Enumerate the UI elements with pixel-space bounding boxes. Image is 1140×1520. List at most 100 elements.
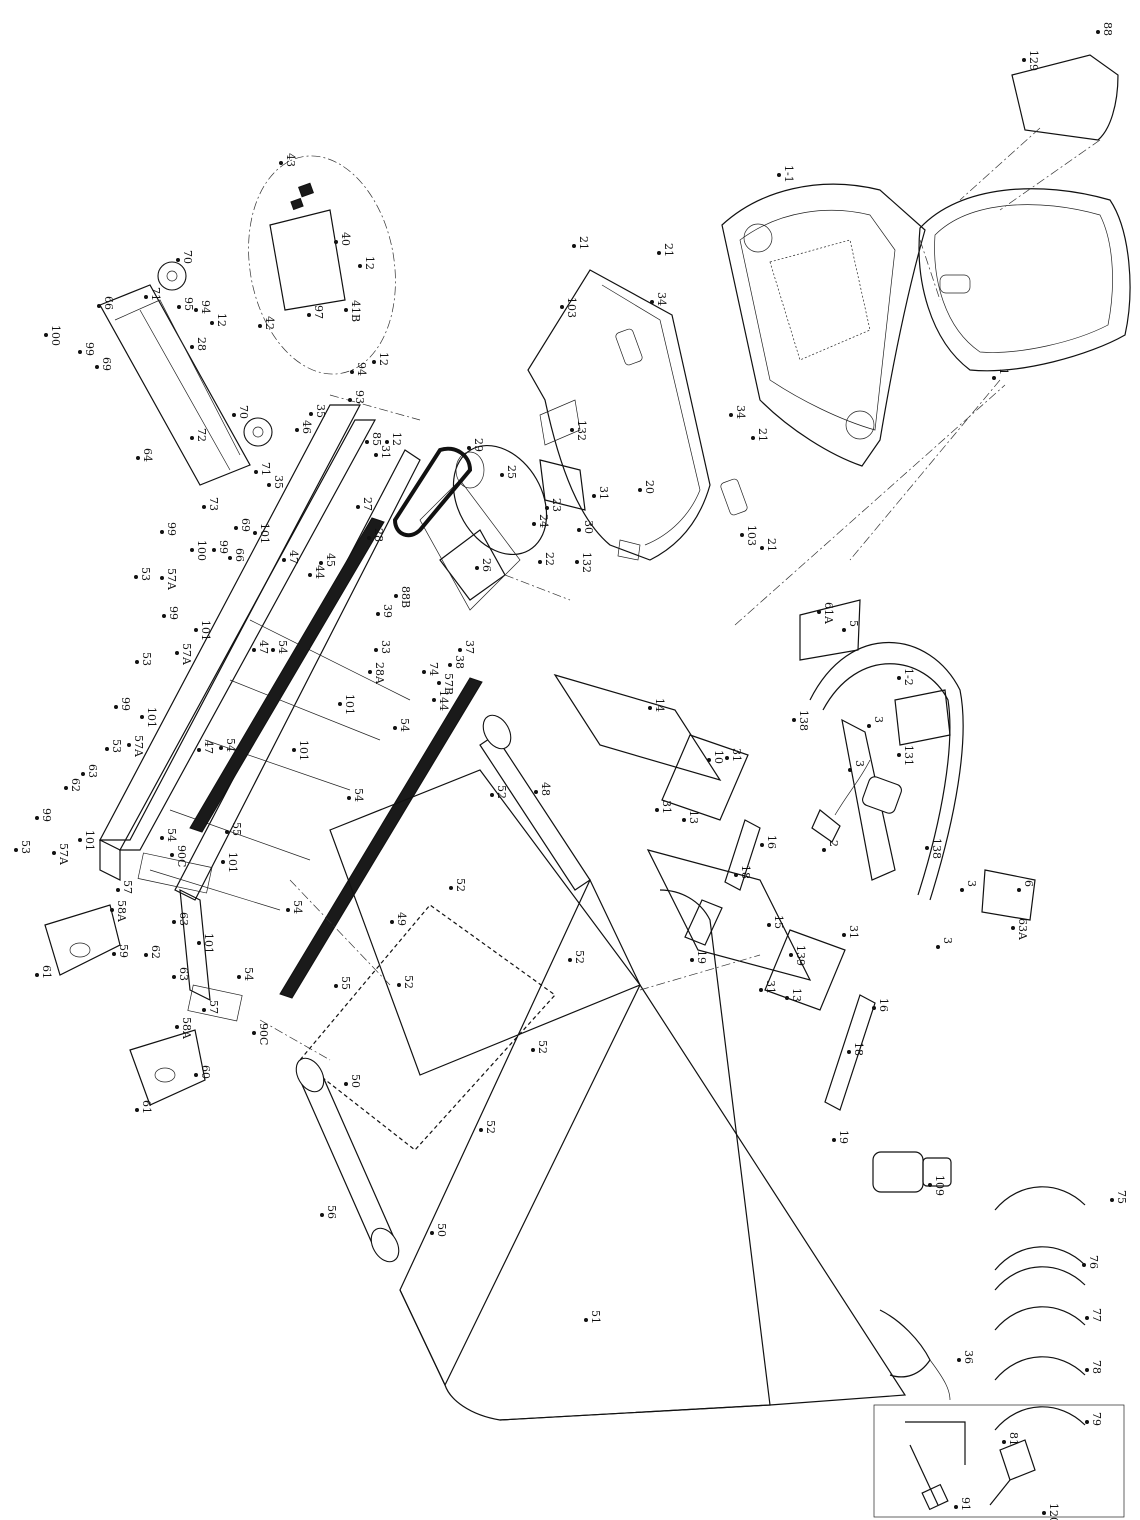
callout-dot bbox=[95, 365, 99, 369]
callout-dot bbox=[308, 573, 312, 577]
callout-label: 56 bbox=[325, 1205, 338, 1219]
callout-dot bbox=[190, 548, 194, 552]
callout-dot bbox=[347, 796, 351, 800]
callout-dot bbox=[568, 958, 572, 962]
callout-57b: 57 bbox=[202, 1000, 220, 1014]
callout-101d: 101 bbox=[140, 707, 158, 728]
callout-47b: 47 bbox=[252, 640, 270, 654]
callout-label: 85 bbox=[370, 432, 383, 446]
callout-73: 73 bbox=[202, 497, 220, 511]
rear-roller bbox=[295, 1057, 400, 1263]
callout-69b: 69 bbox=[234, 518, 252, 532]
callout-dot bbox=[112, 952, 116, 956]
callout-dot bbox=[365, 440, 369, 444]
callout-44: 44 bbox=[308, 565, 326, 579]
callout-label: 99 bbox=[217, 540, 230, 554]
callout-dot bbox=[219, 746, 223, 750]
callout-dot bbox=[44, 333, 48, 337]
callout-dot bbox=[253, 531, 257, 535]
callout-dot bbox=[160, 576, 164, 580]
callout-label: 101 bbox=[297, 740, 310, 761]
callout-dot bbox=[545, 506, 549, 510]
callout-label: 49 bbox=[395, 912, 408, 926]
handrail-right bbox=[646, 849, 846, 1011]
callout-label: 47 bbox=[257, 640, 270, 654]
callout-34a: 34 bbox=[650, 292, 668, 306]
tool-kit-box bbox=[873, 1404, 1125, 1518]
callout-label: 19 bbox=[695, 950, 708, 964]
callout-label: 52 bbox=[484, 1120, 497, 1134]
callout-dot bbox=[648, 706, 652, 710]
callout-label: 24 bbox=[537, 514, 550, 528]
callout-label: 94 bbox=[355, 362, 368, 376]
callout-dot bbox=[957, 1358, 961, 1362]
walking-belt bbox=[399, 878, 907, 1421]
callout-dot bbox=[500, 473, 504, 477]
callout-76: 76 bbox=[1082, 1255, 1100, 1269]
callout-53b: 53 bbox=[135, 652, 153, 666]
callout-dot bbox=[792, 718, 796, 722]
callout-label: 139 bbox=[794, 945, 807, 966]
callout-label: 101 bbox=[343, 694, 356, 715]
callout-dot bbox=[358, 264, 362, 268]
callout-dot bbox=[105, 747, 109, 751]
callout-49: 49 bbox=[390, 912, 408, 926]
drive-belt bbox=[392, 446, 473, 538]
water-bottle bbox=[872, 1151, 952, 1193]
callout-label: 36 bbox=[962, 1350, 975, 1364]
callout-dot bbox=[760, 843, 764, 847]
callout-label: 52 bbox=[495, 785, 508, 799]
callout-dot bbox=[560, 305, 564, 309]
callout-dot bbox=[254, 470, 258, 474]
callout-label: 62 bbox=[69, 778, 82, 792]
callout-label: 20 bbox=[643, 480, 656, 494]
callout-dot bbox=[374, 453, 378, 457]
callout-24: 24 bbox=[532, 514, 550, 528]
callout-78: 78 bbox=[1085, 1360, 1103, 1374]
callout-52f: 52 bbox=[479, 1120, 497, 1134]
callout-label: 77 bbox=[1090, 1308, 1103, 1322]
callout-label: 103 bbox=[565, 297, 578, 318]
callout-13b: 13 bbox=[785, 988, 803, 1002]
incline-frame bbox=[99, 261, 273, 486]
callout-label: 73 bbox=[207, 497, 220, 511]
leader-lines bbox=[259, 239, 1006, 1061]
console-display-panel bbox=[918, 188, 1131, 372]
callout-dot bbox=[374, 648, 378, 652]
callout-label: 132 bbox=[575, 420, 588, 441]
callout-21b: 21 bbox=[657, 243, 675, 257]
callout-dot bbox=[368, 670, 372, 674]
callout-label: 46 bbox=[300, 420, 313, 434]
callout-31e: 31 bbox=[842, 925, 860, 939]
callout-101h: 101 bbox=[197, 933, 215, 954]
callout-dot bbox=[286, 908, 290, 912]
callout-21d: 21 bbox=[760, 538, 778, 552]
motor-hood bbox=[527, 269, 748, 561]
callout-59: 59 bbox=[112, 944, 130, 958]
callout-label: 61 bbox=[140, 1100, 153, 1114]
callout-37: 37 bbox=[458, 640, 476, 654]
callout-12d: 12 bbox=[385, 432, 403, 446]
callout-label: 57A bbox=[180, 643, 193, 666]
callout-dot bbox=[140, 715, 144, 719]
callout-dot bbox=[936, 945, 940, 949]
callout-label: 54 bbox=[224, 738, 237, 752]
upright-frame bbox=[809, 641, 964, 901]
callout-dot bbox=[114, 705, 118, 709]
callout-label: 26 bbox=[480, 558, 493, 572]
callout-dot bbox=[334, 984, 338, 988]
callout-3c: 3 bbox=[960, 880, 978, 892]
callout-label: 25 bbox=[505, 465, 518, 479]
callout-label: 62 bbox=[149, 945, 162, 959]
callout-label: 69 bbox=[239, 518, 252, 532]
callout-dot bbox=[682, 818, 686, 822]
callout-label: 3 bbox=[872, 716, 885, 723]
callout-label: 60 bbox=[199, 1065, 212, 1079]
callout-label: 53 bbox=[140, 652, 153, 666]
callout-label: 23 bbox=[550, 498, 563, 512]
callout-dot bbox=[432, 698, 436, 702]
callout-dot bbox=[190, 345, 194, 349]
callout-label: 18 bbox=[852, 1042, 865, 1056]
callout-dot bbox=[394, 594, 398, 598]
